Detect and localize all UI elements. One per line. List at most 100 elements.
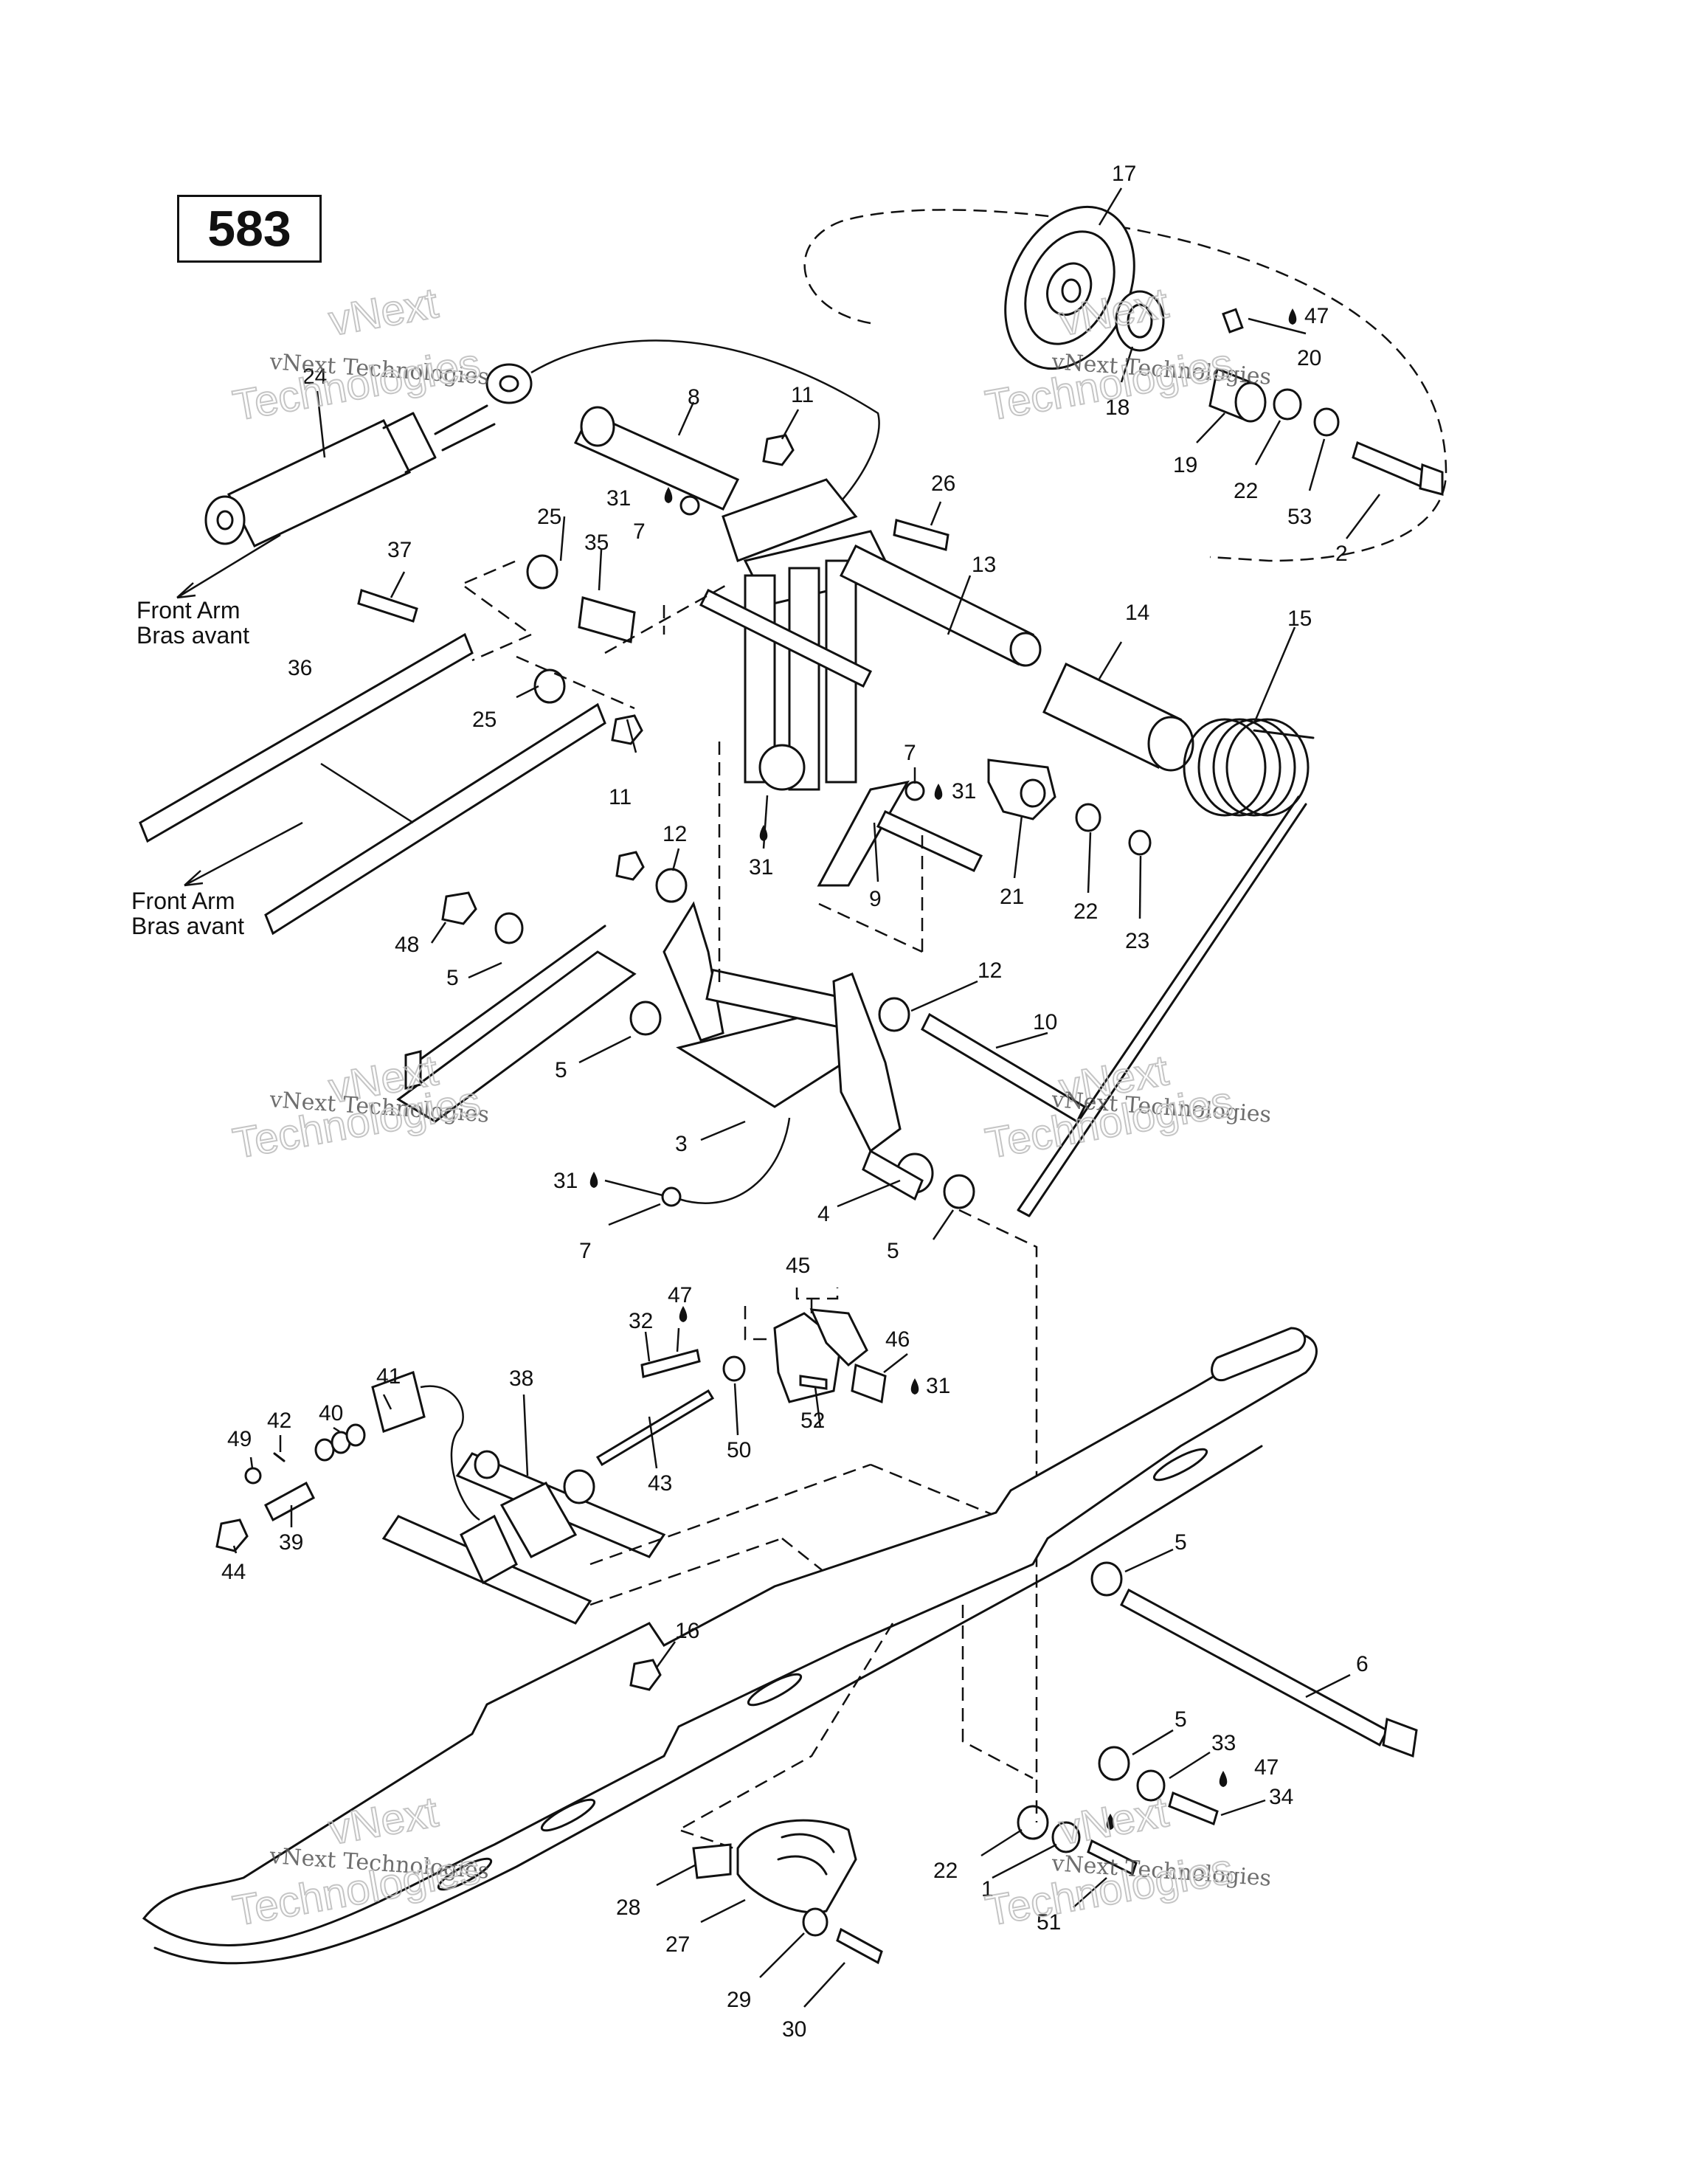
watermark-1: vNext vNext Technologies Technologies — [229, 278, 490, 431]
slide-channel — [396, 925, 637, 1123]
grease-line-lower — [678, 1117, 791, 1204]
spring-sleeve — [1042, 662, 1194, 772]
grease-fitting-7-mid — [904, 781, 925, 801]
washer-29 — [802, 1907, 829, 1937]
circlip-23 — [1128, 829, 1152, 856]
callout-36: 36 — [288, 656, 312, 680]
set-screw — [1222, 308, 1244, 334]
clip-42 — [273, 1452, 286, 1462]
adjuster-cam — [987, 758, 1056, 820]
callout-38: 38 — [509, 1366, 533, 1391]
callout-21: 21 — [1000, 885, 1024, 909]
watermark-technologies: Technologies — [229, 339, 484, 430]
oil-drop-icon-31a — [664, 487, 673, 503]
callout-47: 47 — [1304, 304, 1329, 328]
oil-drop-icon-47d — [1106, 1814, 1115, 1830]
spacer-35 — [578, 596, 636, 643]
callout-12: 12 — [978, 958, 1002, 983]
callout-5: 5 — [1175, 1530, 1187, 1555]
oil-drop-icon-31b — [934, 784, 943, 800]
oil-drop-icon-47a — [1288, 308, 1297, 325]
bushing-41 — [371, 1371, 426, 1433]
oil-drop-icon-47b — [679, 1306, 688, 1322]
callout-12: 12 — [663, 822, 687, 846]
callout-28: 28 — [616, 1896, 640, 1920]
callout-34: 34 — [1269, 1785, 1293, 1809]
threaded-rod-43 — [595, 1389, 715, 1467]
callout-4: 4 — [817, 1202, 830, 1226]
callout-1: 1 — [981, 1877, 994, 1901]
torsion-spring — [1017, 718, 1315, 1217]
callout-25: 25 — [472, 708, 497, 732]
callout-18: 18 — [1105, 395, 1130, 420]
callout-14: 14 — [1125, 601, 1149, 625]
callout-46: 46 — [885, 1327, 910, 1352]
callout-44: 44 — [221, 1560, 246, 1584]
bolt-10 — [921, 1012, 1086, 1124]
washer-49 — [244, 1467, 262, 1485]
bushing-41-lead — [420, 1385, 480, 1521]
callout-labels: 17 47 20 18 19 22 53 2 24 8 11 26 31 7 2… — [221, 162, 1369, 2042]
callout-52: 52 — [800, 1409, 825, 1433]
callout-29: 29 — [727, 1988, 751, 2012]
callout-7: 7 — [904, 741, 916, 765]
washer-53 — [1313, 407, 1340, 437]
callout-43: 43 — [648, 1471, 672, 1496]
lower-arm-bracket — [663, 901, 934, 1201]
washers-40 — [314, 1423, 366, 1462]
callout-47: 47 — [1254, 1755, 1279, 1780]
adjuster-pin — [817, 780, 983, 887]
callout-20: 20 — [1297, 346, 1321, 370]
oil-drop-icon-31e — [910, 1378, 919, 1395]
callout-30: 30 — [782, 2017, 806, 2042]
screw-30 — [836, 1927, 883, 1965]
front-arm-label: Front Arm — [136, 597, 240, 623]
callout-5: 5 — [555, 1058, 567, 1082]
callout-31: 31 — [749, 855, 773, 880]
callout-31: 31 — [553, 1169, 578, 1193]
callout-32: 32 — [629, 1309, 653, 1333]
washer-50 — [722, 1355, 746, 1382]
callout-5: 5 — [1175, 1707, 1187, 1732]
washer-5-b — [629, 1001, 662, 1036]
callout-16: 16 — [675, 1619, 699, 1643]
long-bolt-6 — [1120, 1588, 1418, 1758]
callout-9: 9 — [869, 887, 882, 911]
front-arm-body — [722, 478, 895, 791]
callout-7: 7 — [633, 519, 646, 544]
callout-13: 13 — [972, 553, 996, 577]
callout-26: 26 — [931, 471, 955, 496]
cross-pin-upper — [699, 588, 873, 688]
callout-51: 51 — [1037, 1910, 1061, 1935]
rear-arm — [381, 1450, 666, 1625]
page-number: 583 — [177, 195, 322, 263]
washer-5-d — [1090, 1561, 1123, 1597]
watermark-vnext: vNext — [1056, 1788, 1172, 1854]
watermark-4: vNext vNext Technologies Technologies — [981, 1046, 1272, 1169]
callout-5: 5 — [446, 966, 459, 990]
oil-drop-icon-47c — [1219, 1771, 1228, 1787]
front-arrow-top — [176, 533, 281, 599]
shock-mount-lead — [530, 339, 880, 510]
callout-41: 41 — [376, 1364, 401, 1389]
callout-40: 40 — [319, 1401, 343, 1426]
callout-19: 19 — [1173, 453, 1197, 477]
front-arm-label: Front Arm — [131, 888, 235, 914]
callout-15: 15 — [1287, 607, 1312, 631]
front-arm-shaft — [839, 544, 1042, 667]
rear-arm-dash-group — [589, 1463, 1034, 1624]
rubber-stopper-27 — [736, 1819, 857, 1914]
callout-22: 22 — [1073, 899, 1098, 924]
spring-assembly-group-outline — [803, 209, 1447, 562]
washer-12-right — [878, 997, 910, 1032]
front-arrow-bottom — [184, 821, 303, 887]
bolt-26 — [893, 519, 950, 551]
callout-2: 2 — [1335, 542, 1348, 566]
oil-drop-icon-31d — [589, 1172, 598, 1188]
nut-44 — [215, 1518, 249, 1552]
screw-51 — [1087, 1839, 1138, 1876]
callout-49: 49 — [227, 1427, 252, 1451]
bras-avant-label: Bras avant — [136, 622, 249, 649]
callout-3: 3 — [675, 1132, 688, 1156]
